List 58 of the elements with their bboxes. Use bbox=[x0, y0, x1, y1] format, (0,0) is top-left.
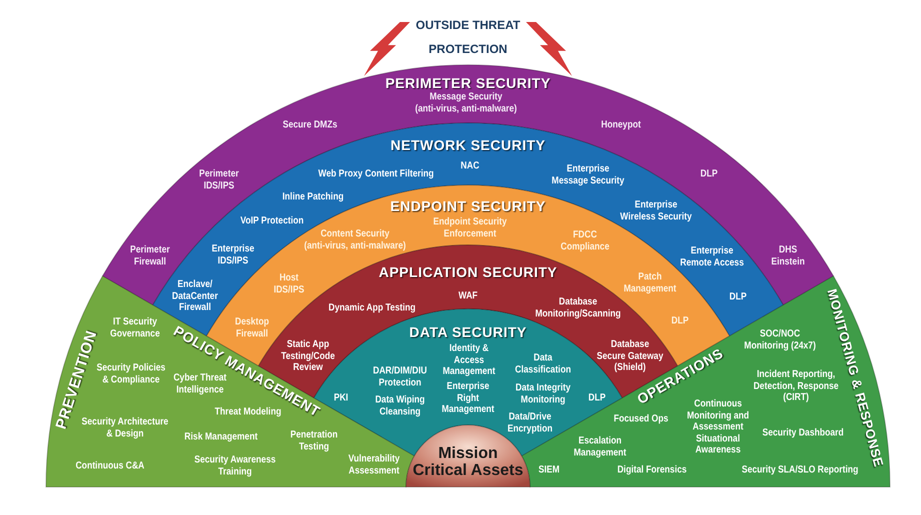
item-label: IT Security Governance bbox=[110, 316, 160, 340]
item-label: WAF bbox=[458, 290, 478, 302]
item-label: Inline Patching bbox=[282, 191, 344, 203]
item-label: DLP bbox=[729, 291, 747, 303]
item-label: NAC bbox=[460, 160, 480, 172]
item-label: Data Integrity Monitoring bbox=[516, 382, 570, 406]
item-label: Data Classification bbox=[515, 352, 571, 376]
item-label: PKI bbox=[334, 392, 348, 404]
item-label: Cyber Threat Intelligence bbox=[173, 372, 227, 395]
item-label: Security Policies & Compliance bbox=[96, 362, 166, 386]
item-label: Enterprise Right Management bbox=[442, 380, 494, 416]
item-label: DAR/DIM/DIU Protection bbox=[373, 366, 427, 388]
item-label: Honeypot bbox=[601, 119, 641, 131]
item-label: Message Security (anti-virus, anti-malware) bbox=[415, 92, 517, 114]
band-heading: DATA SECURITY bbox=[409, 324, 527, 340]
item-label: Continuous C&A bbox=[76, 460, 144, 472]
item-label: Escalation Management bbox=[574, 436, 626, 458]
item-label: Dynamic App Testing bbox=[328, 302, 416, 314]
center-label: Mission Critical Assets bbox=[412, 445, 524, 479]
item-label: DLP bbox=[700, 168, 718, 180]
item-label: Endpoint Security Enforcement bbox=[433, 216, 507, 240]
item-label: SOC/NOC Monitoring (24x7) bbox=[744, 328, 816, 352]
item-label: Risk Management bbox=[184, 431, 258, 443]
item-label: FDCC Compliance bbox=[560, 230, 610, 252]
item-label: Perimeter Firewall bbox=[130, 244, 170, 268]
item-label: Patch Management bbox=[624, 272, 676, 294]
item-label: Enterprise IDS/IPS bbox=[212, 244, 254, 266]
item-label: Digital Forensics bbox=[617, 464, 687, 476]
band-heading: NETWORK SECURITY bbox=[390, 137, 546, 153]
item-label: DLP bbox=[588, 392, 606, 404]
item-label: Secure DMZs bbox=[282, 119, 338, 131]
item-label: Content Security (anti-virus, anti-malware) bbox=[304, 228, 406, 252]
item-label: Identity & Access Management bbox=[442, 342, 496, 378]
item-label: DLP bbox=[671, 315, 689, 327]
band-heading: APPLICATION SECURITY bbox=[378, 264, 558, 280]
item-label: Desktop Firewall bbox=[235, 316, 269, 340]
item-label: VoIP Protection bbox=[240, 215, 304, 227]
item-label: Web Proxy Content Filtering bbox=[318, 168, 434, 180]
item-label: Data/Drive Encryption bbox=[508, 412, 552, 434]
diagram-title: OUTSIDE THREAT PROTECTION bbox=[414, 17, 522, 58]
band-heading: ENDPOINT SECURITY bbox=[390, 198, 546, 214]
item-label: Data Wiping Cleansing bbox=[375, 394, 425, 418]
item-label: Enclave/ DataCenter Firewall bbox=[172, 278, 218, 314]
item-label: Security Awareness Training bbox=[194, 454, 276, 478]
item-label: Focused Ops bbox=[614, 413, 668, 425]
item-label: Enterprise Message Security bbox=[552, 164, 624, 186]
item-label: Perimeter IDS/IPS bbox=[199, 168, 239, 192]
item-label: Database Monitoring/Scanning bbox=[535, 296, 621, 320]
item-label: Vulnerability Assessment bbox=[348, 454, 400, 476]
item-label: Host IDS/IPS bbox=[274, 272, 304, 296]
item-label: Security SLA/SLO Reporting bbox=[742, 464, 858, 476]
item-label: Enterprise Wireless Security bbox=[620, 200, 692, 222]
item-label: Security Dashboard bbox=[762, 427, 844, 439]
band-heading: PERIMETER SECURITY bbox=[385, 75, 551, 91]
item-label: Enterprise Remote Access bbox=[680, 246, 744, 268]
item-label: SIEM bbox=[538, 464, 560, 476]
item-label: DHS Einstein bbox=[771, 244, 805, 268]
item-label: Penetration Testing bbox=[290, 430, 338, 452]
